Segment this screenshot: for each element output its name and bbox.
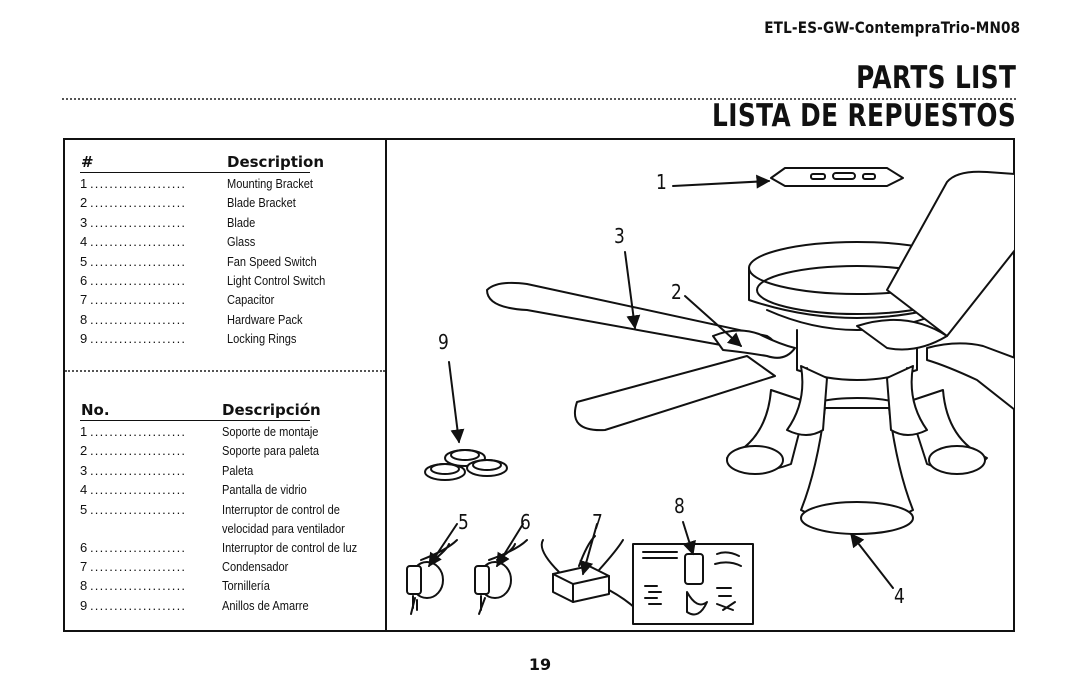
- part-number: 4: [80, 234, 88, 250]
- callout-1: 1: [655, 170, 667, 194]
- dot-leader: ....................: [90, 482, 187, 498]
- part-description: Tornillería: [222, 578, 270, 594]
- parts-diagram: 1 3 2 9 5 6 7 8 4: [387, 140, 1015, 630]
- part-description: Soporte para paleta: [222, 443, 320, 459]
- part-number: 6: [80, 539, 88, 555]
- part-number: 9: [80, 331, 88, 347]
- dot-leader: ....................: [90, 501, 187, 517]
- dot-leader: ....................: [90, 214, 187, 230]
- callout-3: 3: [613, 224, 625, 248]
- title-lista-de-repuestos: LISTA DE REPUESTOS: [711, 98, 1016, 134]
- dot-leader: ....................: [90, 578, 187, 594]
- part-number: 5: [80, 253, 88, 269]
- dot-leader: ....................: [90, 176, 187, 191]
- part-number: 9: [80, 597, 88, 613]
- page-number: 19: [528, 655, 552, 674]
- part-number: 2: [80, 443, 88, 459]
- part-number: 2: [80, 195, 88, 211]
- dot-leader: ....................: [90, 272, 187, 288]
- callout-5: 5: [457, 510, 469, 534]
- part-number: 8: [80, 578, 88, 594]
- part-number: 8: [80, 311, 88, 327]
- callout-9: 9: [437, 330, 449, 354]
- light-control-switch-drawing: [474, 539, 528, 615]
- col-num-header-en: #: [81, 153, 94, 171]
- blade-top-drawing: [856, 170, 1015, 351]
- part-number: 7: [80, 292, 88, 308]
- parts-frame: # Description 1.................... Mount…: [63, 138, 1015, 632]
- callout-2: 2: [670, 280, 682, 304]
- part-number: 7: [80, 558, 88, 574]
- part-description: Condensador: [222, 558, 289, 574]
- part-description: Glass: [227, 234, 256, 250]
- part-number: 3: [80, 214, 88, 230]
- dot-leader: ....................: [90, 597, 187, 613]
- part-number: 6: [80, 272, 88, 288]
- hardware-pack-drawing: [632, 543, 754, 625]
- part-description: Blade: [227, 214, 256, 230]
- part-description: Soporte de montaje: [222, 424, 319, 439]
- part-description-line2: velocidad para ventilador: [222, 520, 345, 536]
- dot-leader: ....................: [90, 424, 187, 439]
- col-desc-header-en: Description: [227, 153, 325, 171]
- language-separator: [65, 370, 385, 372]
- fan-speed-switch-drawing: [406, 539, 458, 615]
- mounting-bracket-drawing: [770, 167, 904, 187]
- blade-right-drawing: [926, 342, 1015, 411]
- part-description: Interruptor de control de luz: [222, 539, 358, 555]
- fan-diagram: [406, 167, 1015, 625]
- dot-leader: ....................: [90, 443, 187, 459]
- callout-6: 6: [519, 510, 531, 534]
- part-description: Light Control Switch: [227, 272, 326, 288]
- callout-8: 8: [673, 494, 685, 518]
- part-number: 3: [80, 462, 88, 478]
- part-description: Blade Bracket: [227, 195, 296, 211]
- dot-leader: ....................: [90, 311, 187, 327]
- part-description: Hardware Pack: [227, 311, 303, 327]
- part-description: Anillos de Amarre: [222, 597, 309, 613]
- part-description: Fan Speed Switch: [227, 253, 317, 269]
- dot-leader: ....................: [90, 539, 187, 555]
- dot-leader: ....................: [90, 292, 187, 308]
- col-num-header-es: No.: [81, 401, 110, 419]
- part-number: 1: [80, 424, 88, 439]
- callout-7: 7: [591, 510, 603, 534]
- part-description: Locking Rings: [227, 331, 297, 347]
- blade-lower-left-drawing: [574, 355, 776, 432]
- title-divider: [62, 98, 1016, 100]
- dot-leader: ....................: [90, 331, 187, 347]
- part-description: Capacitor: [227, 292, 275, 308]
- part-description: Paleta: [222, 462, 254, 478]
- callout-4: 4: [893, 584, 905, 608]
- part-number: 1: [80, 176, 88, 191]
- title-parts-list: PARTS LIST: [855, 60, 1016, 96]
- parts-header-es: No. Descripción: [80, 396, 321, 421]
- dot-leader: ....................: [90, 234, 187, 250]
- locking-rings-drawing: [424, 449, 508, 481]
- model-number: ETL-ES-GW-ContempraTrio-MN08: [763, 18, 1020, 37]
- dot-leader: ....................: [90, 195, 187, 211]
- parts-header-en: # Description: [80, 148, 324, 173]
- part-description: Interruptor de control de: [222, 501, 340, 517]
- capacitor-drawing: [540, 535, 638, 611]
- dot-leader: ....................: [90, 558, 187, 574]
- part-number: 4: [80, 482, 88, 498]
- dot-leader: ....................: [90, 253, 187, 269]
- glass-shades-drawing: [726, 365, 988, 535]
- dot-leader: ....................: [90, 462, 187, 478]
- parts-table-panel: # Description 1.................... Mount…: [65, 140, 387, 630]
- part-description: Mounting Bracket: [227, 176, 313, 191]
- part-number: 5: [80, 501, 88, 517]
- col-desc-header-es: Descripción: [222, 401, 321, 419]
- part-description: Pantalla de vidrio: [222, 482, 307, 498]
